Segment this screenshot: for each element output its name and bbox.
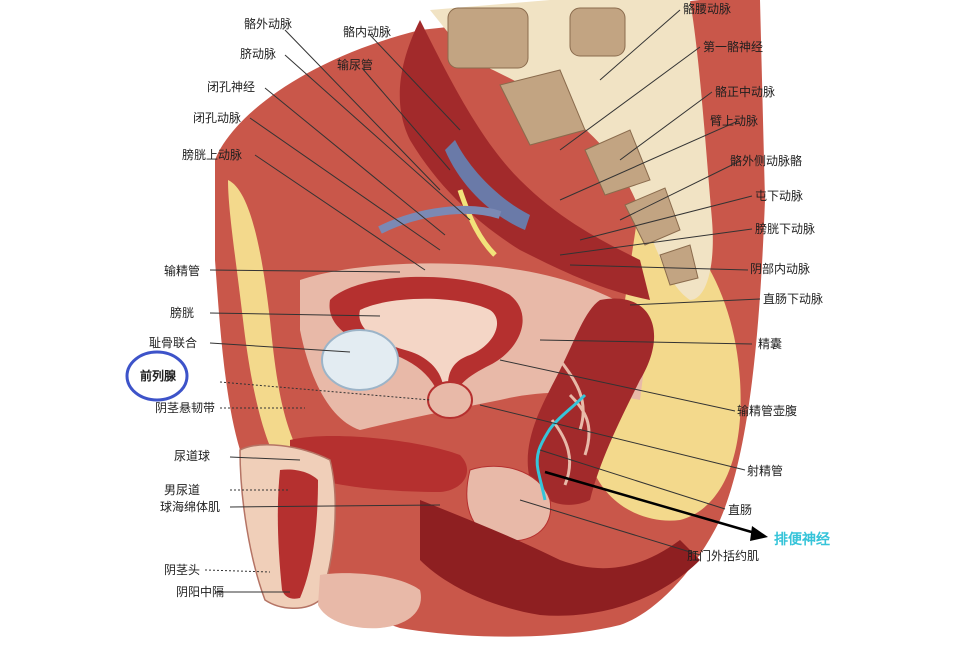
corpus-cavernosum (277, 469, 318, 599)
label-vas-deferens: 输精管 (164, 264, 201, 278)
label-first-sacral-nerve: 第一骼神经 (703, 40, 764, 54)
label-obturator-nerve: 闭孔神经 (207, 80, 256, 94)
label-bulb-of-urethra: 尿道球 (174, 449, 211, 463)
label-superior-vesical-artery: 膀胱上动脉 (182, 148, 243, 162)
label-ejaculatory-duct: 射精管 (747, 464, 784, 478)
label-glans-penis: 阴茎头 (164, 563, 201, 577)
label-iliolumbar-artery: 骼腰动脉 (683, 2, 732, 16)
pubic-symphysis-shape (321, 329, 399, 391)
label-scrotal-septum: 阴阳中隔 (176, 585, 225, 599)
defecation-nerve-path (535, 393, 587, 501)
highlight-circle (125, 350, 189, 402)
label-inferior-gluteal-artery: 屯下动脉 (755, 189, 804, 203)
label-inferior-rectal-artery: 直肠下动脉 (763, 292, 824, 306)
prostate-shape (427, 381, 473, 419)
label-lateral-sacral-artery-r: 骼外侧动脉骼 (730, 154, 803, 168)
anterior-fat (228, 180, 300, 470)
sphincter-fan (466, 465, 552, 542)
nerve-bundle (457, 189, 497, 257)
label-male-urethra: 男尿道 (164, 483, 201, 497)
scrotum (318, 573, 421, 629)
label-bulbospongiosus: 球海绵体肌 (160, 500, 221, 514)
label-superior-gluteal-artery: 臂上动脉 (710, 114, 759, 128)
bladder-lumen (359, 298, 498, 385)
leader-lines (204, 9, 761, 593)
annotation-arrow (544, 470, 768, 541)
label-ampulla-vas: 输精管壶腹 (737, 404, 798, 418)
label-inferior-vesical-artery: 膀胱下动脉 (755, 222, 816, 236)
label-median-sacral-artery: 骼正中动脉 (715, 85, 776, 99)
label-rectum: 直肠 (728, 503, 753, 517)
label-pubic-symphysis: 耻骨联合 (149, 336, 198, 350)
label-seminal-vesicle: 精囊 (758, 337, 783, 351)
rectum-shape (527, 298, 655, 505)
vertebrae (447, 7, 699, 286)
sacrum (430, 0, 713, 300)
label-bladder: 膀胱 (170, 306, 195, 320)
label-obturator-artery: 闭孔动脉 (193, 111, 242, 125)
label-ureter: 输尿管 (337, 58, 374, 72)
label-external-anal-sphincter: 肛门外括约肌 (687, 549, 760, 563)
label-lateral-sacral-artery: 骼外动脉 (244, 17, 293, 31)
label-internal-pudendal-artery: 阴部内动脉 (750, 262, 811, 276)
label-suspensory-ligament: 阴茎悬韧带 (155, 401, 216, 415)
vein-2 (378, 206, 502, 234)
label-internal-iliac-artery: 骼内动脉 (343, 25, 392, 39)
label-umbilical-artery: 脐动脉 (240, 47, 277, 61)
bulb-of-urethra-shape (290, 435, 468, 492)
label-prostate: 前列腺 (140, 369, 177, 383)
label-defecation-nerve: 排便神经 (774, 532, 830, 548)
perineum (420, 500, 700, 616)
vein (445, 140, 530, 230)
